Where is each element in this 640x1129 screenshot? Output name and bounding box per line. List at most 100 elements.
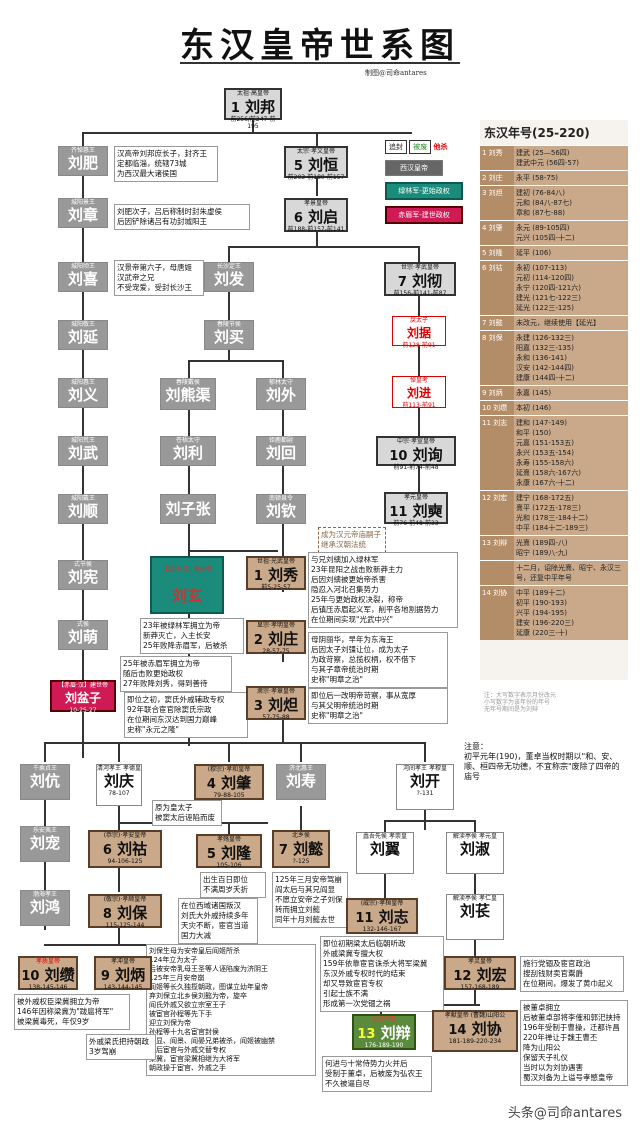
era-name: 延平 (106) [516, 249, 552, 257]
node-liu-zhang[interactable]: 城阳景王刘章 [58, 198, 108, 228]
era-row: 3 刘炟建初 (76-84八)元和 (84八-87七)章和 (87七-88) [480, 185, 628, 220]
node-liu-li[interactable]: 苍梧太守刘利 [160, 436, 216, 466]
era-emperor: 10 刘缵 [480, 401, 514, 415]
note-liu-bing: 外戚梁氏把持朝政 3岁驾崩 [86, 1034, 156, 1060]
era-row: 7 刘懿未改元，继续使用【延光】 [480, 315, 628, 330]
node-liu-meng[interactable]: 式侯刘萌 [58, 620, 108, 650]
note-liu-zhang: 刘肥次子，吕后称制时封朱虚侯 后因铲除诸吕有功封城阳王 [114, 204, 250, 230]
era-name: 永嘉 (145) [516, 389, 552, 397]
node-liu-zizhang[interactable]: 刘子张 [160, 494, 216, 524]
era-names: 永初 (107-113)元初 (114-120四)永宁 (120四-121六)建… [514, 261, 628, 315]
node-liu-wu[interactable]: 城阳荒王刘武 [58, 436, 108, 466]
node-liu-ju[interactable]: 戾太子刘据前128-前91 [392, 316, 446, 349]
node-liu-fei[interactable]: 齐悼惠王刘肥 [58, 146, 108, 176]
era-names: 永嘉 (145) [514, 386, 628, 400]
era-name: 光熹 (189四-八) [516, 539, 568, 547]
era-name: 永寿 (155-158六) [516, 459, 574, 467]
node-liu-kang[interactable]: 千乘贞王刘伉 [20, 764, 70, 800]
node-liu-chong[interactable]: 乐安夷王刘宠 [20, 826, 70, 862]
era-names: 建和 (147-149)和平 (150)元嘉 (151-153五)永兴 (153… [514, 416, 628, 490]
node-liu-shu[interactable]: 解渎亭侯 孝元皇刘淑 [446, 832, 504, 874]
era-name: 元初 (114-120四) [516, 274, 574, 282]
node-liu-mai[interactable]: 春陵节侯刘买 [204, 320, 254, 350]
era-name: 中平 (184十二-189三) [516, 524, 588, 532]
era-names: 光熹 (189四-八)昭宁 (189八-九) [514, 536, 628, 560]
node-liu-kai[interactable]: 河间孝王 孝穆皇刘开?-131 [396, 764, 454, 810]
note-liu-zhao-he: 即位之初，窦氏外戚辅政专权 92年联合宦官除窦氏宗政 在位期间东汉达到国力巅峰 … [124, 692, 248, 738]
era-emperor: 6 刘祜 [480, 261, 514, 315]
node-liu-shou[interactable]: 济北惠王刘寿 [276, 764, 326, 800]
node-liu-chang[interactable]: 解渎亭侯 孝仁皇刘苌 [446, 894, 504, 940]
era-names: 未改元，继续使用【延光】 [514, 316, 628, 330]
era-row: 12 刘宏建宁 (168-172五)熹平 (172五-178三)光和 (178三… [480, 490, 628, 535]
note-liu-xuan: 23年被绿林军拥立为帝 新莽灭亡，入主长安 25年败降赤眉军，后被杀 [140, 618, 244, 654]
era-row: 6 刘祜永初 (107-113)元初 (114-120四)永宁 (120四-12… [480, 260, 628, 315]
era-name: 阳嘉 (132三-135) [516, 344, 574, 352]
era-emperor: 14 刘协 [480, 586, 514, 640]
era-name: 永平 (58-75) [516, 174, 559, 182]
legend-green-forest: 绿林军-更始政权 [385, 182, 463, 200]
era-name: 元兴 (105四-十二) [516, 234, 575, 242]
era-name: 永建 (126-132三) [516, 334, 574, 342]
era-name: 建安 (196-220三) [516, 619, 574, 627]
note-liu-zuan: 被外戚权臣梁冀拥立为帝 146年因称梁冀为"跋扈将军" 被梁冀毒死，年仅9岁 [14, 994, 130, 1030]
node-liu-wai[interactable]: 郁林太守刘外 [256, 378, 306, 410]
era-name: 元和 (84八-87七) [516, 199, 573, 207]
era-row: 2 刘庄永平 (58-75) [480, 170, 628, 185]
era-name: 建初 (76-84八) [516, 189, 566, 197]
node-liu-yi-lixu[interactable]: 蠡吾先侯 孝崇皇刘翼 [356, 832, 414, 874]
node-liu-xuan[interactable]: 【绿林·汉】更始帝刘玄 [150, 556, 224, 614]
node-liu-shun[interactable]: 城阳戴王刘顺 [58, 494, 108, 524]
node-liu-jin[interactable]: 悼皇考刘进前113-前91 [392, 376, 446, 409]
note-liu-yi-beixiang: 125年三月安帝驾崩 阎太后与其兄阎显 不愿立安帝之子刘保 转而拥立刘懿 同年十… [272, 872, 348, 928]
node-liu-hui[interactable]: 钜鹿都尉刘回 [256, 436, 306, 466]
era-name: 建武中元 (56四-57) [516, 159, 580, 167]
era-name: 永宁 (120四-121六) [516, 284, 581, 292]
era-name: 元嘉 (151-153五) [516, 439, 574, 447]
era-row: 8 刘保永建 (126-132三)阳嘉 (132三-135)永和 (136-14… [480, 330, 628, 385]
node-liu-xiongqu[interactable]: 春陵戴侯刘熊渠 [160, 378, 216, 410]
node-liu-xi[interactable]: 城阳顷王刘喜 [58, 262, 108, 292]
legend-murdered: 追封 [385, 140, 407, 154]
era-emperor: 5 刘隆 [480, 246, 514, 260]
node-liu-xian[interactable]: 式节侯刘宪 [58, 560, 108, 590]
node-liu-yi[interactable]: 城阳惠王刘义 [58, 378, 108, 408]
node-liu-fa[interactable]: 长沙定王刘发 [204, 262, 254, 292]
era-name: 建和 (147-149) [516, 419, 567, 427]
node-liu-hong[interactable]: 渤海孝王刘鸿 [20, 890, 70, 926]
note-liu-bao: 刘保生母为安帝皇后阎姬所杀 124年立为太子 后被安帝乳母王圣等人诬陷废为济阴王… [146, 944, 316, 1076]
legend-killed: 他杀 [433, 143, 448, 151]
note-liu-fa: 汉景帝第六子，母唐姬 汉武帝之兄 不受宠爱，受封长沙王 [114, 260, 204, 296]
note-liu-da: 即位后一改明帝苛察，事从宽厚 与其父明帝统治时期 史称"明章之治" [308, 688, 448, 724]
node-liu-yan[interactable]: 城阳敬王刘延 [58, 320, 108, 350]
node-liu-qin[interactable]: 南顿县令刘钦 [256, 494, 306, 524]
era-name: 永元 (89-105四) [516, 224, 570, 232]
era-names: 永平 (58-75) [514, 171, 628, 185]
era-row: 4 刘肇永元 (89-105四)元兴 (105四-十二) [480, 220, 628, 245]
era-names: 建武 (25—56四)建武中元 (56四-57) [514, 146, 628, 170]
era-names: 永元 (89-105四) 元兴 (105四-十二) [514, 221, 628, 245]
era-emperor: 1 刘秀 [480, 146, 514, 170]
